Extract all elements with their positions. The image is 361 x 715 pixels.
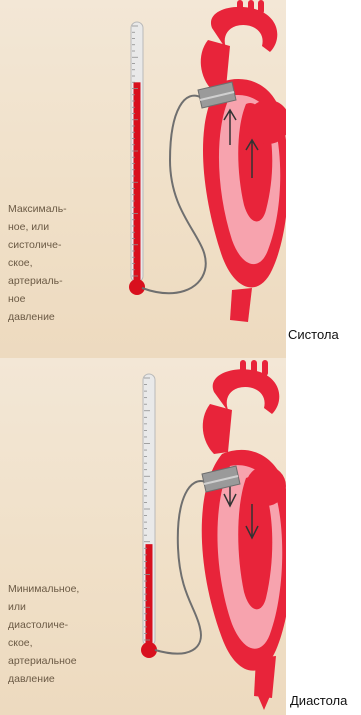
manometer-systole	[129, 22, 145, 295]
systole-label: Систола	[288, 327, 339, 342]
diastole-panel: Минимальное, или диастоличе- ское, артер…	[0, 358, 286, 715]
manometer-diastole	[141, 374, 157, 658]
manometer-bulb	[141, 642, 157, 658]
systole-panel: Максималь- ное, или систоличе- ское, арт…	[0, 0, 286, 358]
heart-diastole	[202, 360, 286, 710]
diastole-label: Диастола	[290, 693, 347, 708]
connecting-tube	[142, 96, 206, 294]
heart-systole	[201, 0, 286, 322]
manometer-bulb	[129, 279, 145, 295]
diastolic-pressure-caption: Минимальное, или диастоличе- ское, артер…	[8, 580, 118, 688]
connecting-tube	[155, 481, 206, 654]
mercury-column	[146, 544, 153, 646]
systolic-pressure-caption: Максималь- ное, или систоличе- ское, арт…	[8, 200, 118, 326]
